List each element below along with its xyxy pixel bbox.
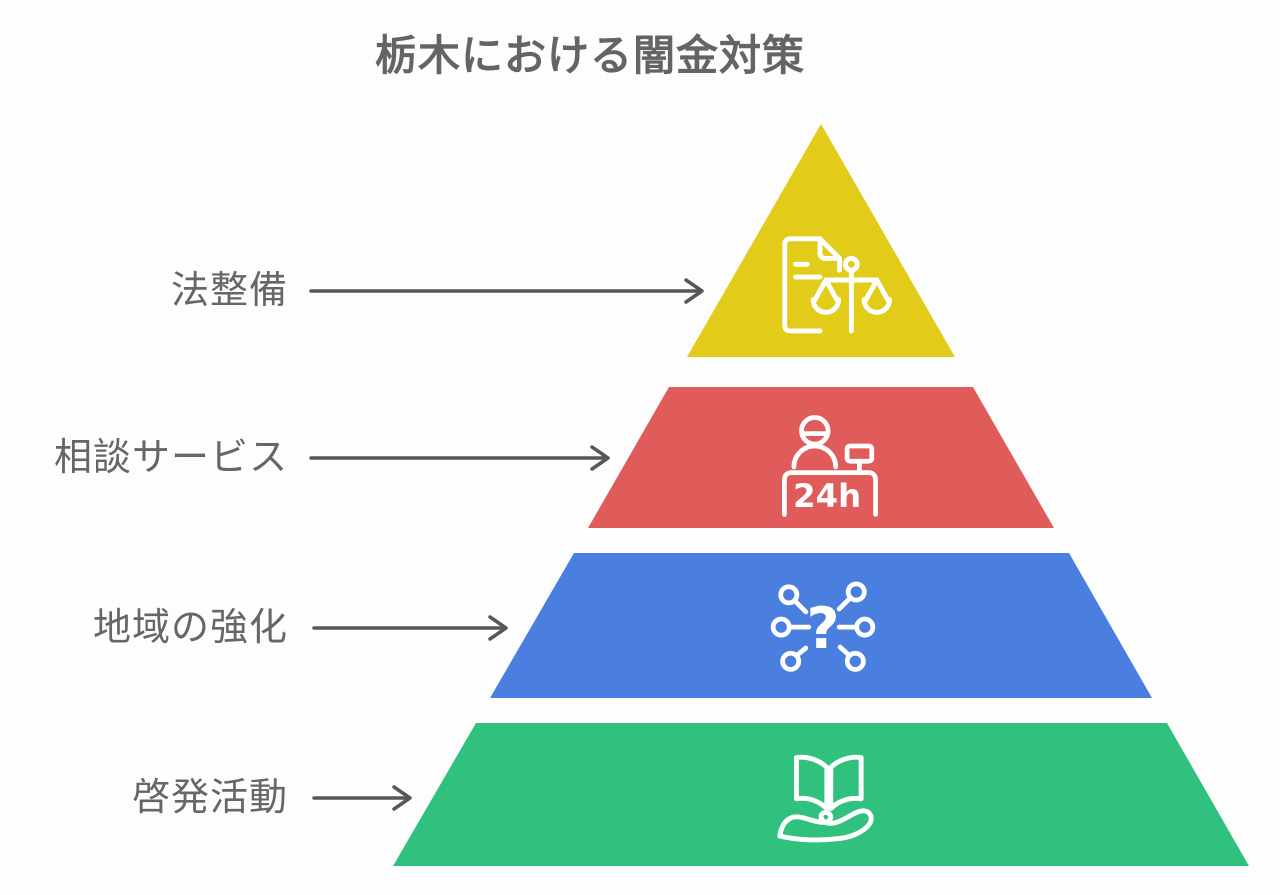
arrow-legal bbox=[309, 278, 704, 304]
level-label-legal: 法整備 bbox=[170, 270, 288, 312]
arrow-community bbox=[312, 615, 508, 641]
support-desk-24h-icon: 24h bbox=[782, 415, 878, 517]
pyramid-level-2 bbox=[588, 387, 1054, 528]
page-title: 栃木における闇金対策 bbox=[374, 32, 805, 79]
arrow-awareness bbox=[312, 785, 412, 811]
level-label-community: 地域の強化 bbox=[92, 607, 288, 649]
network-question-icon: ? bbox=[770, 581, 876, 672]
level-label-awareness: 啓発活動 bbox=[131, 777, 288, 819]
pyramid-level-4 bbox=[393, 723, 1249, 866]
icon-text-24h: 24h bbox=[793, 477, 861, 515]
legal-document-scales-icon bbox=[782, 236, 893, 334]
icon-text-question: ? bbox=[806, 596, 839, 662]
pyramid-level-3 bbox=[490, 553, 1152, 698]
arrow-consultation bbox=[309, 445, 610, 471]
book-over-hand-icon bbox=[777, 754, 874, 843]
level-label-consultation: 相談サービス bbox=[53, 437, 288, 479]
